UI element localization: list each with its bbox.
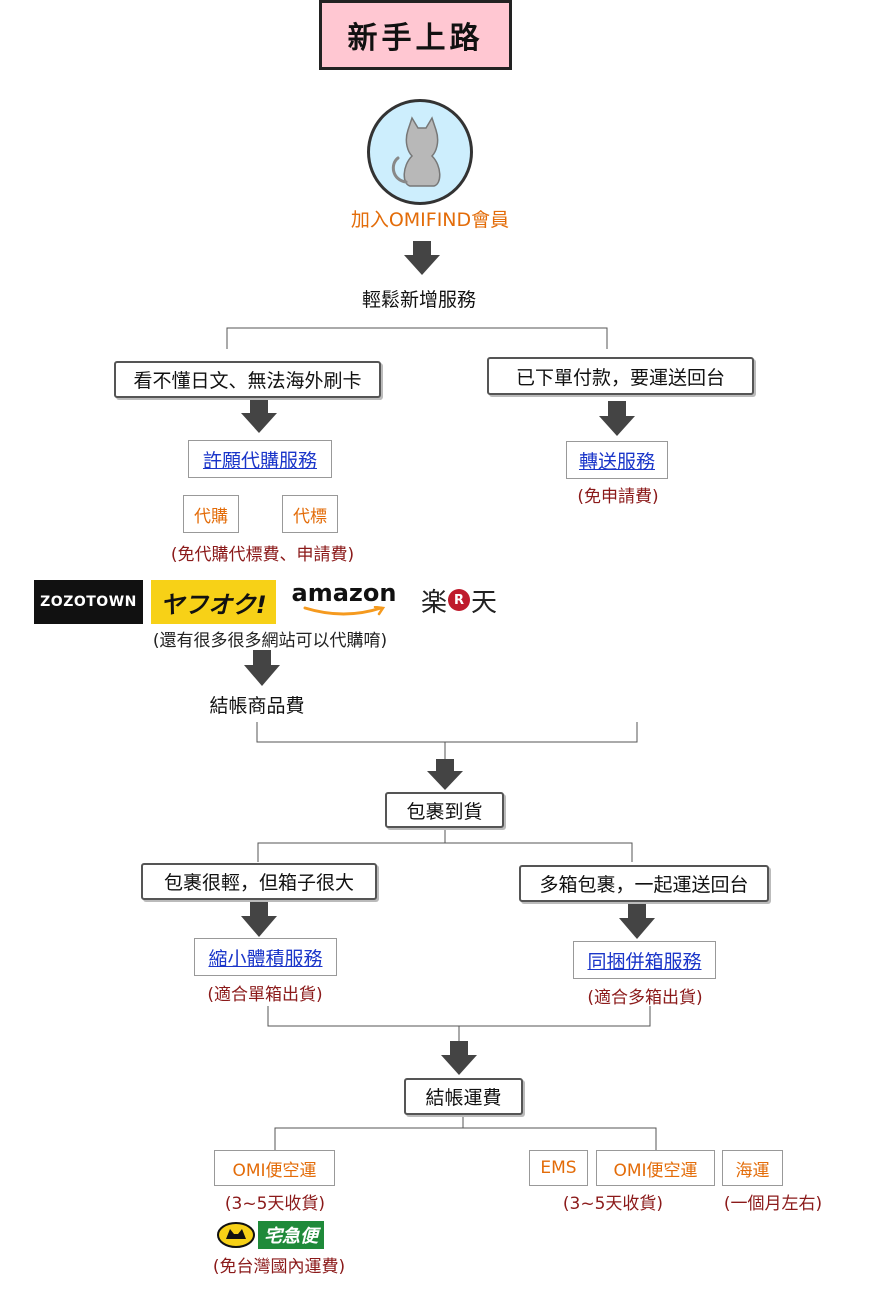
shrink-service-box: 縮小體積服務 [194, 938, 337, 976]
proxy-bid-tag: 代標 [282, 495, 338, 533]
rakuten-logo-right: 天 [471, 587, 498, 618]
checkout-shipping-step: 結帳運費 [404, 1078, 523, 1115]
kuroneko-logo-text: 宅急便 [258, 1221, 324, 1249]
sea-freight-note: (一個月左右) [723, 1194, 823, 1214]
rakuten-r-letter: R [453, 592, 464, 608]
yahoo-auction-logo: ヤフオク! [151, 580, 276, 624]
amazon-logo: amazon [286, 576, 402, 620]
bundle-service-link[interactable]: 同捆併箱服務 [587, 950, 702, 973]
cat-icon [391, 116, 441, 187]
join-member-label[interactable]: 加入OMIFIND會員 [350, 209, 510, 231]
omi-air-left-note: (3~5天收貨) [224, 1194, 326, 1214]
checkout-goods-step: 結帳商品費 [193, 686, 321, 722]
proxy-service-box: 許願代購服務 [188, 440, 332, 478]
omi-air-right-note: (3~5天收貨) [562, 1194, 664, 1214]
forward-service-link[interactable]: 轉送服務 [578, 450, 655, 473]
member-avatar [367, 99, 473, 205]
omi-air-left-tag: OMI便空運 [214, 1150, 335, 1186]
yahoo-auction-logo-text: ヤフオク! [160, 590, 267, 619]
amazon-smile-icon [303, 606, 386, 616]
proxy-fee-note: (免代購代標費、申請費) [170, 545, 355, 565]
ems-tag: EMS [529, 1150, 588, 1186]
bundle-service-box: 同捆併箱服務 [573, 941, 716, 979]
bundle-note: (適合多箱出貨) [587, 988, 703, 1008]
proxy-service-link[interactable]: 許願代購服務 [202, 449, 317, 472]
omi-air-right-tag: OMI便空運 [596, 1150, 715, 1186]
forward-service-box: 轉送服務 [566, 441, 668, 479]
amazon-logo-text: amazon [291, 579, 397, 607]
rakuten-logo-left: 楽 [420, 587, 447, 618]
proxy-buy-tag: 代購 [183, 495, 239, 533]
shrink-service-link[interactable]: 縮小體積服務 [208, 947, 323, 970]
zozotown-logo-text: ZOZOTOWN [40, 594, 137, 610]
rakuten-r-mark: R [448, 589, 470, 611]
forward-note: (免申請費) [577, 487, 659, 507]
add-service-step: 輕鬆新增服務 [352, 280, 486, 316]
kuroneko-logo: 宅急便 [203, 1221, 337, 1249]
package-arrival-step: 包裹到貨 [385, 792, 504, 828]
domestic-shipping-note: (免台灣國內運費) [212, 1257, 346, 1277]
sea-freight-tag: 海運 [722, 1150, 783, 1186]
page-title: 新手上路 [319, 0, 512, 70]
branch-no-japanese: 看不懂日文、無法海外刷卡 [114, 361, 381, 398]
rakuten-logo: 楽 R 天 [414, 580, 504, 620]
zozotown-logo: ZOZOTOWN [34, 580, 143, 624]
shrink-note: (適合單箱出貨) [207, 985, 323, 1005]
branch-light-big-box: 包裹很輕，但箱子很大 [141, 863, 377, 900]
branch-multi-box: 多箱包裹，一起運送回台 [519, 865, 769, 902]
black-cat-icon [217, 1222, 255, 1248]
branch-already-paid: 已下單付款，要運送回台 [487, 357, 754, 395]
more-sites-note: (還有很多很多網站可以代購唷) [152, 631, 388, 651]
